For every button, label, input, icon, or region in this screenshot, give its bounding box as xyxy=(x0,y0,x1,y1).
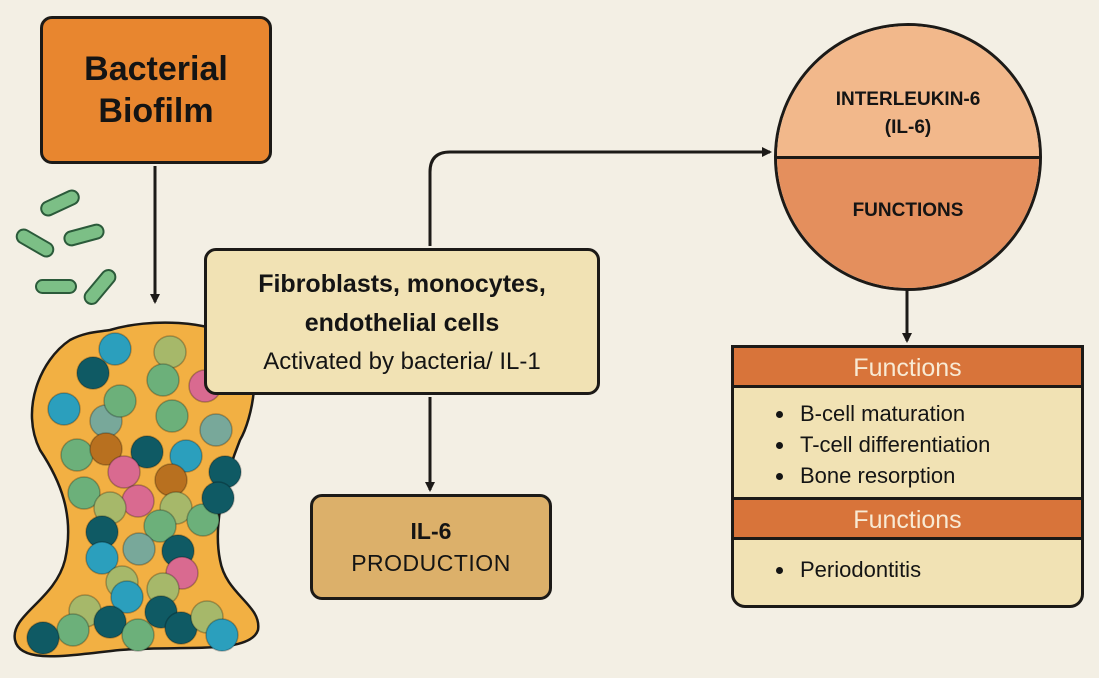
cell-ball xyxy=(85,541,119,575)
cell-ball xyxy=(153,335,187,369)
il6-functions-label: FUNCTIONS xyxy=(852,200,964,221)
bacteria-icon xyxy=(15,189,117,305)
list-item: B-cell maturation xyxy=(774,398,1081,429)
cell-ball xyxy=(56,613,90,647)
cells-note: Activated by bacteria/ IL-1 xyxy=(263,347,541,375)
cell-ball xyxy=(205,618,239,652)
cell-ball xyxy=(26,621,60,655)
il6-label-2: (IL-6) xyxy=(884,117,932,138)
list-item: Bone resorption xyxy=(774,460,1081,491)
il6-label-1: INTERLEUKIN-6 xyxy=(835,89,981,110)
cell-ball xyxy=(122,532,156,566)
il6-circle-bottom: FUNCTIONS xyxy=(777,159,1039,288)
activated-cells-node: Fibroblasts, monocytes, endothelial cell… xyxy=(204,248,600,395)
cell-ball xyxy=(146,363,180,397)
il6-production-node: IL-6 PRODUCTION xyxy=(310,494,552,600)
functions-panel: Functions B-cell maturation T-cell diffe… xyxy=(731,345,1084,608)
cell-ball xyxy=(76,356,110,390)
cell-ball xyxy=(121,484,155,518)
biofilm-label-1: Bacterial xyxy=(84,50,228,88)
biofilm-mass xyxy=(13,321,260,658)
production-label-1: IL-6 xyxy=(410,518,452,544)
bacterial-biofilm-node: Bacterial Biofilm xyxy=(40,16,272,164)
cell-ball xyxy=(98,332,132,366)
cells-label-2: endothelial cells xyxy=(304,308,500,337)
functions-header-1: Functions xyxy=(734,348,1081,388)
production-label-2: PRODUCTION xyxy=(351,550,511,576)
cell-ball xyxy=(67,476,101,510)
cell-ball xyxy=(154,463,188,497)
cell-ball xyxy=(143,509,177,543)
cell-ball xyxy=(130,435,164,469)
cells-label-1: Fibroblasts, monocytes, xyxy=(258,269,546,298)
cell-ball xyxy=(60,438,94,472)
cell-ball xyxy=(47,392,81,426)
cell-ball xyxy=(121,618,155,652)
interleukin-6-node: INTERLEUKIN-6 (IL-6) FUNCTIONS xyxy=(774,23,1042,291)
functions-list-2: Periodontitis xyxy=(734,540,1081,591)
cell-ball xyxy=(155,399,189,433)
list-item: T-cell differentiation xyxy=(774,429,1081,460)
cell-ball xyxy=(93,605,127,639)
cell-ball xyxy=(103,384,137,418)
functions-header-2: Functions xyxy=(734,497,1081,540)
cell-ball xyxy=(169,439,203,473)
cell-ball xyxy=(110,580,144,614)
arrow-cells-to-il6 xyxy=(428,147,772,246)
biofilm-label-2: Biofilm xyxy=(98,92,214,130)
cell-ball xyxy=(201,481,235,515)
cell-ball xyxy=(199,413,233,447)
il6-circle-top: INTERLEUKIN-6 (IL-6) xyxy=(777,26,1039,159)
functions-list-1: B-cell maturation T-cell differentiation… xyxy=(734,388,1081,497)
cell-ball xyxy=(107,455,141,489)
list-item: Periodontitis xyxy=(774,554,1081,585)
cell-ball xyxy=(89,432,123,466)
